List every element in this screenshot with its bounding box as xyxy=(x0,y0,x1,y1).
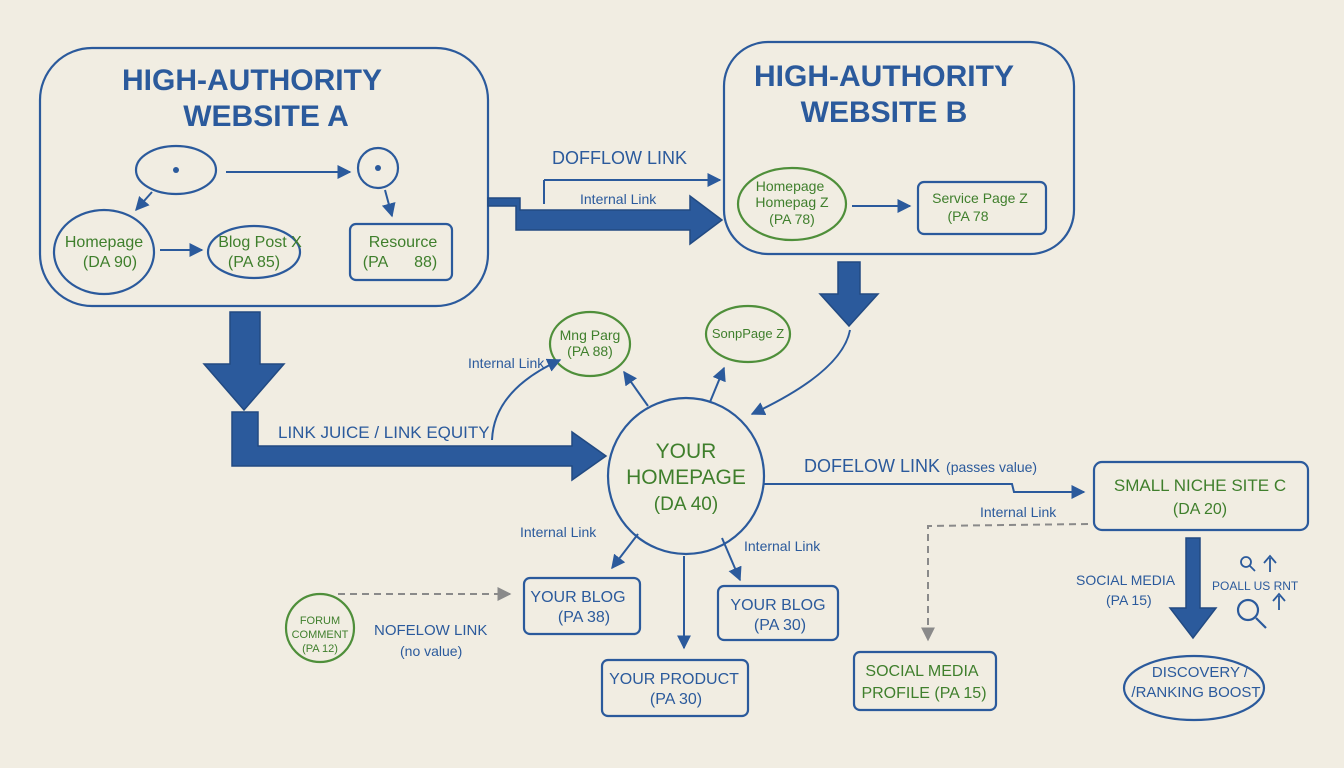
product-line-1: YOUR PRODUCT xyxy=(609,671,739,688)
blog-post-x-label: Blog Post X xyxy=(218,234,302,251)
blog-right-line-1: YOUR BLOG xyxy=(730,597,825,614)
edge-hub-sat-right xyxy=(709,366,726,403)
sat-right-line-1: SonpPage Z xyxy=(712,326,784,341)
homepage-a-node xyxy=(52,208,156,296)
service-page-z-pa: (PA 78 xyxy=(948,208,989,224)
forum-line-2: COMMENT xyxy=(292,629,349,641)
niche-site-c-node xyxy=(1092,460,1310,532)
dofollow-mid-label: DOFELOW LINK (passes value) xyxy=(804,456,1037,476)
blog-left-line-1: YOUR BLOG xyxy=(530,589,625,606)
link-juice-label: LINK JUICE / LINK EQUITY xyxy=(278,423,490,442)
internal-blog2-label: Internal Link xyxy=(744,538,821,554)
resource-node xyxy=(348,222,454,282)
edge-hub-blog-left xyxy=(611,533,639,570)
sat-left-line-2: (PA 88) xyxy=(567,343,613,359)
social-media-label: SOCIAL MEDIA xyxy=(1076,572,1176,588)
edge-hub-niche xyxy=(764,483,1086,499)
service-page-z-node xyxy=(916,180,1048,236)
hub-line-2: HOMEPAGE xyxy=(626,466,746,489)
edge-hub-blog-right xyxy=(721,537,742,582)
homepage-b-node xyxy=(736,166,848,242)
edge-internal-left xyxy=(491,358,562,441)
your-homepage-node xyxy=(606,396,766,556)
your-blog-right-node xyxy=(716,584,840,642)
magnifier-icon xyxy=(1240,556,1256,572)
product-line-2: (PA 30) xyxy=(650,691,702,708)
node-icon-right xyxy=(356,146,400,190)
social-profile-line-1: SOCIAL MEDIA xyxy=(865,663,979,680)
up-arrow-icon xyxy=(1263,554,1277,572)
blog-post-x-node xyxy=(206,224,302,280)
homepage-a-da: (DA 90) xyxy=(83,254,137,271)
resource-label: Resource xyxy=(369,234,438,251)
website-b-group: HIGH-AUTHORITY WEBSITE B Homepage Homepa… xyxy=(722,40,1076,256)
nofollow-label: NOFELOW LINK xyxy=(374,622,487,639)
magnifier-icon xyxy=(1236,598,1267,629)
homepage-a-label: Homepage xyxy=(65,234,143,251)
discovery-node xyxy=(1122,654,1266,722)
discovery-line-1: DISCOVERY / xyxy=(1152,664,1249,681)
node-icon-left xyxy=(134,144,218,196)
dofollow-mid-text: DOFELOW LINK xyxy=(804,456,940,476)
hub-line-1: YOUR xyxy=(656,440,717,463)
internal-blog-label: Internal Link xyxy=(520,524,597,540)
blog-right-line-2: (PA 30) xyxy=(754,617,806,634)
your-product-node xyxy=(600,658,750,718)
internal-right-label: Internal Link xyxy=(980,504,1057,520)
edge-a-down-left xyxy=(135,191,153,212)
website-a-title-1: HIGH-AUTHORITY xyxy=(122,64,382,97)
website-a-group: HIGH-AUTHORITY WEBSITE A Homepage (DA 90… xyxy=(38,46,490,308)
fat-arrow-down-b xyxy=(818,261,880,328)
social-media-pa: (PA 15) xyxy=(1106,592,1152,608)
social-profile-node xyxy=(852,650,998,712)
poll-label: POALL US RNT xyxy=(1212,579,1299,593)
internal-top-label: Internal Link xyxy=(580,191,657,207)
service-page-z-label: Service Page Z xyxy=(932,190,1028,206)
website-b-box xyxy=(722,40,1076,256)
sat-left-node xyxy=(548,310,632,378)
sat-right-node xyxy=(704,304,792,364)
your-blog-left-node xyxy=(522,576,642,636)
hub-line-3: (DA 40) xyxy=(654,494,718,515)
fat-arrow-down-a xyxy=(202,311,286,412)
fat-arrow-a-to-b xyxy=(487,194,724,246)
node-dot-right xyxy=(375,165,381,171)
passes-value-text: (passes value) xyxy=(946,459,1037,475)
homepage-b-label-2: Homepag Z xyxy=(755,194,829,210)
niche-line-1: SMALL NICHE SITE C xyxy=(1114,476,1286,495)
homepage-b-label-1: Homepage xyxy=(756,178,825,194)
edge-a-down-right xyxy=(381,189,396,218)
sat-left-line-1: Mng Parg xyxy=(560,327,621,343)
niche-line-2: (DA 20) xyxy=(1173,501,1227,518)
up-arrow-icon xyxy=(1272,592,1286,610)
website-a-title-2: WEBSITE A xyxy=(183,100,349,133)
resource-pa: (PA 88) xyxy=(363,254,437,271)
forum-comment-node xyxy=(284,592,356,664)
edge-b-to-hub xyxy=(750,329,851,416)
website-b-title-1: HIGH-AUTHORITY xyxy=(754,60,1014,93)
node-dot-left xyxy=(173,167,179,173)
website-a-box xyxy=(38,46,490,308)
fat-arrow-link-juice xyxy=(231,411,608,482)
dofollow-top-label: DOFFLOW LINK xyxy=(552,148,687,168)
discovery-line-2: /RANKING BOOST xyxy=(1131,684,1260,701)
fat-arrow-niche-down xyxy=(1168,537,1218,640)
internal-left-label: Internal Link xyxy=(468,355,545,371)
website-b-title-2: WEBSITE B xyxy=(801,96,968,129)
forum-line-1: FORUM xyxy=(300,615,340,627)
blog-left-line-2: (PA 38) xyxy=(558,609,610,626)
social-profile-line-2: PROFILE (PA 15) xyxy=(861,685,986,702)
no-value-label: (no value) xyxy=(400,643,462,659)
homepage-b-pa: (PA 78) xyxy=(769,211,815,227)
edge-niche-social-dashed xyxy=(921,523,1089,642)
forum-line-3: (PA 12) xyxy=(302,643,338,655)
edge-hub-sat-left xyxy=(623,370,649,407)
blog-post-x-pa: (PA 85) xyxy=(228,254,280,271)
